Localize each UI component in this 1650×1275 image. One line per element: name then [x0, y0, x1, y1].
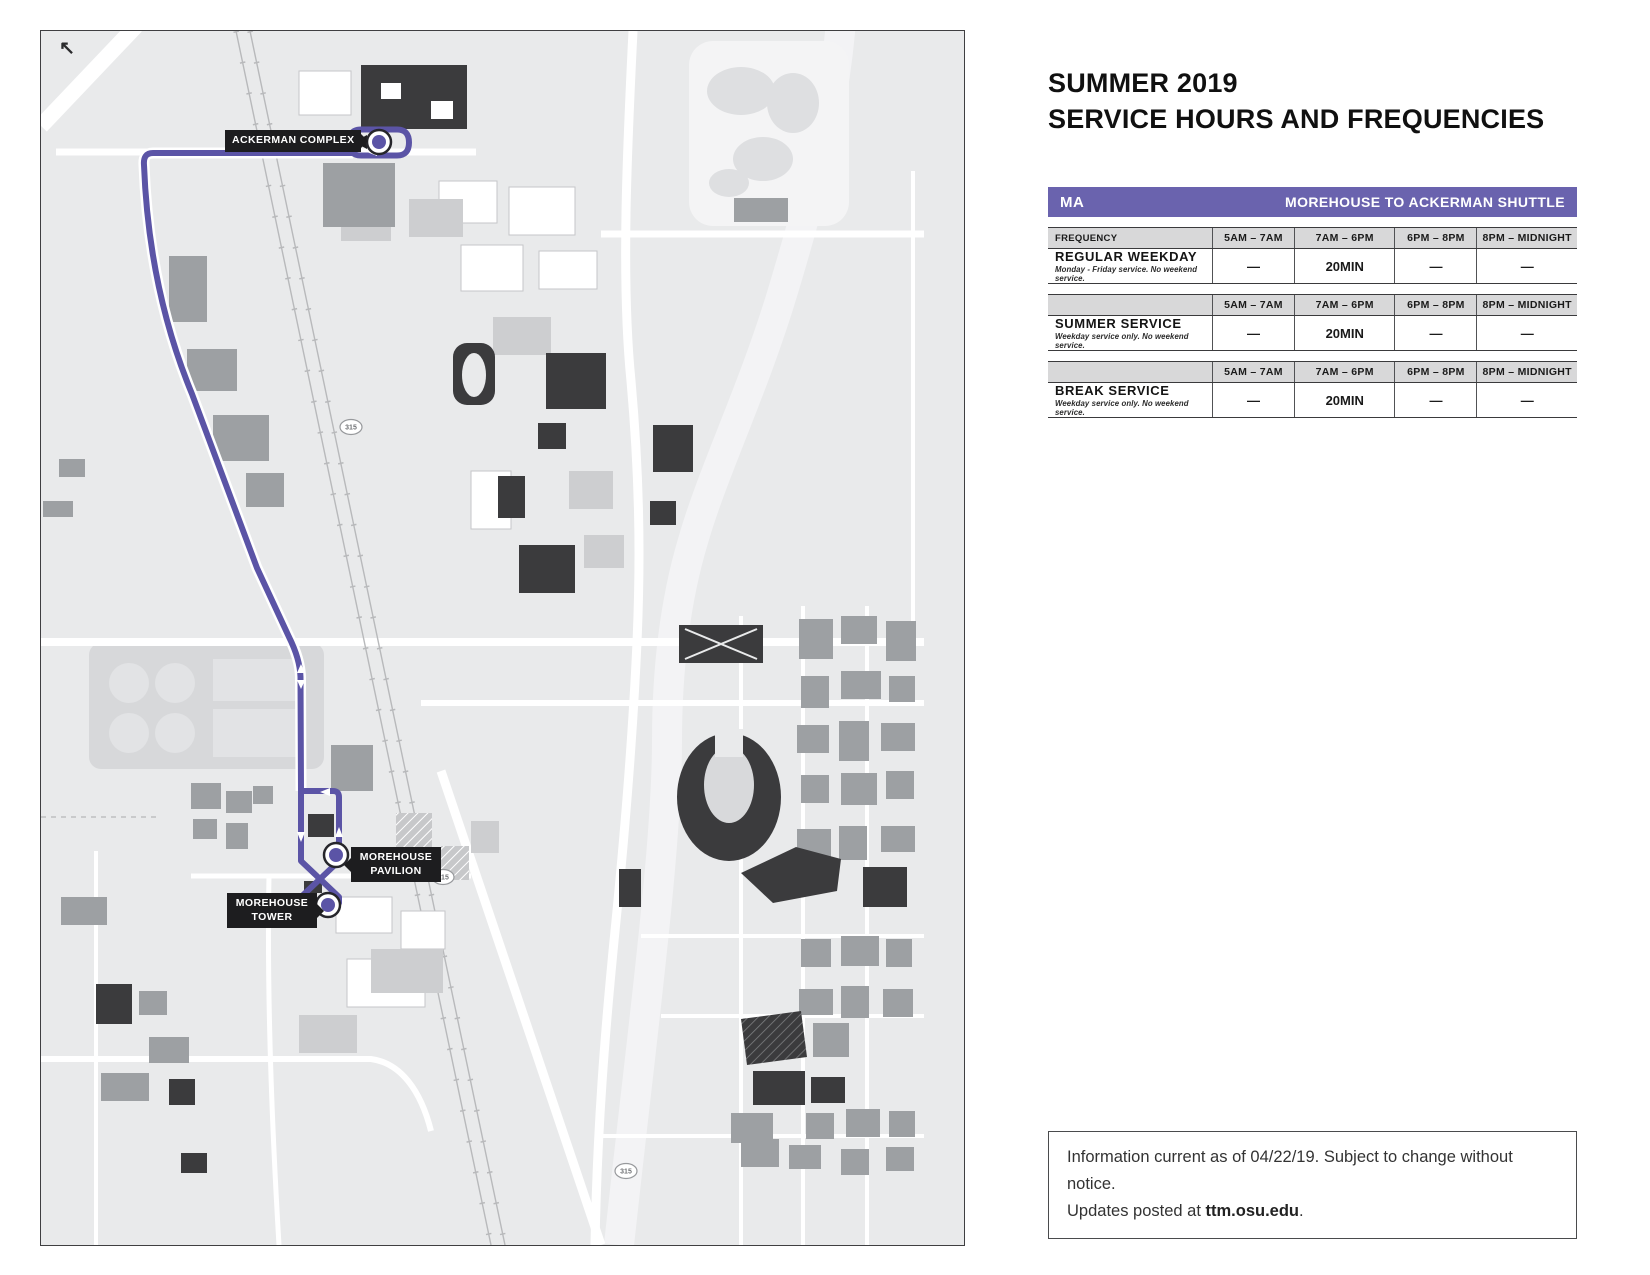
route-header-bar: MA MOREHOUSE TO ACKERMAN SHUTTLE: [1048, 187, 1577, 217]
stop-label-morehouse-tower: MOREHOUSE TOWER: [227, 893, 324, 929]
time-header-row: FREQUENCY 5AM – 7AM 7AM – 6PM 6PM – 8PM …: [1048, 227, 1577, 249]
frequency-value: —: [1211, 383, 1294, 417]
time-col: 7AM – 6PM: [1293, 228, 1395, 248]
stop-markers: [314, 128, 393, 919]
frequency-value: —: [1394, 383, 1476, 417]
frequency-value: —: [1394, 316, 1476, 350]
disclaimer-box: Information current as of 04/22/19. Subj…: [1048, 1131, 1577, 1239]
time-header-row: 5AM – 7AM 7AM – 6PM 6PM – 8PM 8PM – MIDN…: [1048, 361, 1577, 383]
frequency-value: —: [1476, 383, 1577, 417]
time-col: 6PM – 8PM: [1394, 362, 1476, 382]
time-col: 8PM – MIDNIGHT: [1476, 362, 1577, 382]
frequency-value: —: [1394, 249, 1476, 283]
schedule-section-summer-service: 5AM – 7AM 7AM – 6PM 6PM – 8PM 8PM – MIDN…: [1048, 294, 1577, 351]
service-row: REGULAR WEEKDAY Monday - Friday service.…: [1048, 249, 1577, 284]
frequency-value: 20MIN: [1293, 316, 1395, 350]
service-row: BREAK SERVICE Weekday service only. No w…: [1048, 383, 1577, 418]
north-arrow-icon: ↖: [59, 38, 75, 59]
railroad: [233, 31, 508, 1245]
frequency-value: 20MIN: [1293, 383, 1395, 417]
campus-route-map: 315 315 315: [40, 30, 965, 1246]
time-col: 8PM – MIDNIGHT: [1476, 295, 1577, 315]
time-col: 6PM – 8PM: [1394, 228, 1476, 248]
ttm-url: ttm.osu.edu: [1205, 1202, 1300, 1221]
frequency-column-header: FREQUENCY: [1055, 232, 1118, 244]
time-col: 5AM – 7AM: [1211, 295, 1294, 315]
service-name-cell: SUMMER SERVICE Weekday service only. No …: [1055, 316, 1189, 350]
frequency-value: —: [1476, 249, 1577, 283]
time-col: 5AM – 7AM: [1211, 362, 1294, 382]
service-name-cell: REGULAR WEEKDAY Monday - Friday service.…: [1055, 249, 1198, 283]
pointer-right-icon: [317, 903, 331, 918]
pointer-left-icon: [337, 857, 351, 872]
frequency-value: —: [1476, 316, 1577, 350]
stop-label-morehouse-pavilion: MOREHOUSE PAVILION: [344, 847, 441, 883]
frequency-value: —: [1211, 316, 1294, 350]
schedule-section-regular-weekday: FREQUENCY 5AM – 7AM 7AM – 6PM 6PM – 8PM …: [1048, 227, 1577, 284]
service-row: SUMMER SERVICE Weekday service only. No …: [1048, 316, 1577, 351]
frequency-value: —: [1211, 249, 1294, 283]
time-col: 8PM – MIDNIGHT: [1476, 228, 1577, 248]
time-col: 5AM – 7AM: [1211, 228, 1294, 248]
svg-text:315: 315: [345, 425, 357, 432]
route-315-shield: 315: [614, 1162, 638, 1180]
stop-marker-morehouse-pavilion: [322, 841, 350, 869]
route-code-badge: MA: [1060, 193, 1085, 211]
svg-text:315: 315: [620, 1169, 632, 1176]
time-col: 7AM – 6PM: [1293, 362, 1395, 382]
frequency-value: 20MIN: [1293, 249, 1395, 283]
disclaimer-line2: Updates posted at ttm.osu.edu.: [1067, 1202, 1304, 1221]
campus-map-graphic: 315 315 315: [41, 31, 964, 1245]
buildings: [43, 65, 916, 1175]
stadium: [677, 729, 781, 861]
service-name-cell: BREAK SERVICE Weekday service only. No w…: [1055, 383, 1189, 417]
time-col: 6PM – 8PM: [1394, 295, 1476, 315]
time-header-row: 5AM – 7AM 7AM – 6PM 6PM – 8PM 8PM – MIDN…: [1048, 294, 1577, 316]
time-col: 7AM – 6PM: [1293, 295, 1395, 315]
frequency-table: MA MOREHOUSE TO ACKERMAN SHUTTLE FREQUEN…: [1048, 187, 1577, 418]
svg-text:315: 315: [437, 875, 449, 882]
route-name: MOREHOUSE TO ACKERMAN SHUTTLE: [1285, 194, 1565, 210]
route-315-shield: 315: [339, 418, 363, 436]
stop-label-ackerman-complex: ACKERMAN COMPLEX: [225, 130, 369, 152]
disclaimer-line1: Information current as of 04/22/19. Subj…: [1067, 1148, 1513, 1194]
pointer-right-icon: [361, 133, 375, 148]
schedule-section-break-service: 5AM – 7AM 7AM – 6PM 6PM – 8PM 8PM – MIDN…: [1048, 361, 1577, 418]
stop-marker-ackerman-complex: [365, 128, 393, 156]
page-title: SUMMER 2019 SERVICE HOURS AND FREQUENCIE…: [1048, 68, 1545, 134]
